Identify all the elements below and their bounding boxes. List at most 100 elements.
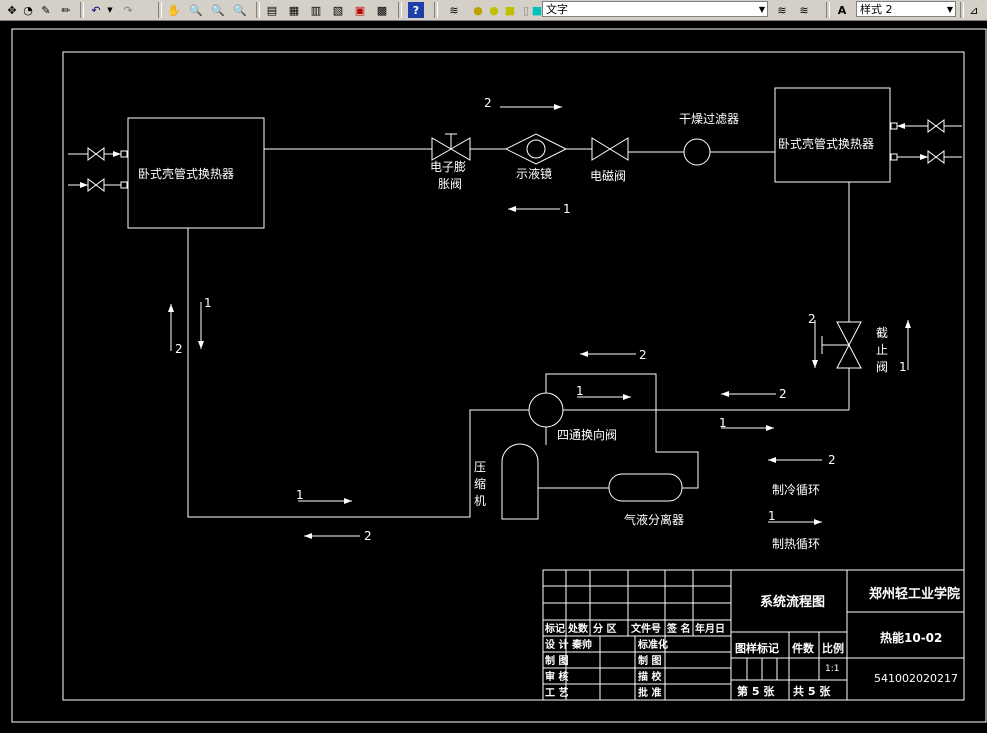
- separator: [398, 2, 402, 18]
- chevron-down-icon: ▼: [946, 5, 953, 14]
- valve-icon: [87, 147, 105, 161]
- valve-icon: [87, 178, 105, 192]
- tb-craft: 工 艺: [545, 686, 568, 699]
- zoom-window-icon[interactable]: ✎: [41, 3, 51, 17]
- flow-label: 2: [808, 312, 816, 326]
- separator: [826, 2, 830, 18]
- tool-palettes-icon[interactable]: ▥: [310, 3, 322, 17]
- lock-icon[interactable]: ■: [504, 3, 516, 17]
- tb-proof: 描 校: [638, 670, 662, 683]
- viewport-border: [11, 28, 987, 723]
- pan-hand-icon[interactable]: ✋: [167, 3, 181, 17]
- sight-glass-icon[interactable]: [504, 133, 568, 165]
- flow-label: 2: [175, 342, 183, 356]
- tb-design: 设 计: [545, 638, 568, 651]
- legend-cool: 制冷循环: [772, 483, 820, 497]
- zoom-icon[interactable]: 🔍: [189, 3, 203, 17]
- layer-combo[interactable]: 文字 ▼: [542, 1, 768, 17]
- four-way-valve-icon[interactable]: [528, 392, 564, 428]
- valve-icon: [927, 119, 945, 133]
- compressor-label-3: 机: [474, 494, 486, 508]
- legend-heat-num: 1: [768, 509, 776, 523]
- tb-check: 审 核: [545, 670, 568, 683]
- stop-valve-label-3: 阀: [876, 360, 888, 374]
- flow-label: 2: [639, 348, 647, 362]
- dim-style-icon[interactable]: ⊿: [969, 3, 979, 17]
- legend-cool-num: 2: [828, 453, 836, 467]
- legend-heat: 制热循环: [772, 537, 820, 551]
- layer-states-icon[interactable]: ≋: [799, 3, 809, 17]
- color-icon[interactable]: ■: [531, 3, 543, 17]
- separator: [434, 2, 438, 18]
- separator: [256, 2, 260, 18]
- text-style-icon[interactable]: A: [837, 3, 847, 17]
- zoom-window2-icon[interactable]: 🔍: [211, 3, 225, 17]
- tb-designer: 秦帅: [571, 638, 592, 651]
- toolbar: ✥ ◔ ✎ ✏ ↶ ▼ ↷ ✋ 🔍 🔍 🔍 ▤ ▦ ▥ ▧ ▣ ▩ ? ≋ ● …: [0, 0, 987, 21]
- flow-label: 2: [779, 387, 787, 401]
- flow-label: 1: [719, 416, 727, 430]
- properties-icon[interactable]: ▤: [266, 3, 278, 17]
- four-way-label: 四通换向阀: [557, 427, 617, 442]
- flow-label: 2: [364, 529, 372, 543]
- dryer-label: 干燥过滤器: [679, 112, 739, 126]
- left-hx-label: 卧式壳管式换热器: [138, 166, 234, 181]
- drawing-border: [62, 51, 965, 701]
- tb-total: 共 5 张: [793, 684, 831, 698]
- lightbulb-icon[interactable]: ●: [473, 3, 483, 17]
- layer-manager-icon[interactable]: ≋: [449, 3, 459, 17]
- plot-icon[interactable]: ▯: [522, 3, 530, 17]
- left-heat-exchanger[interactable]: [127, 117, 265, 229]
- style-combo-value: 样式 2: [860, 3, 893, 16]
- flow-label: 1: [899, 360, 907, 374]
- exp-valve-label-2: 胀阀: [438, 177, 462, 191]
- separator-icon[interactable]: [608, 473, 683, 502]
- compressor-label-1: 压: [474, 460, 486, 474]
- exp-valve-label-1: 电子膨: [430, 160, 466, 174]
- sheet-set-icon[interactable]: ▧: [332, 3, 344, 17]
- stop-valve-label-2: 止: [876, 343, 888, 357]
- layer-previous-icon[interactable]: ≋: [777, 3, 787, 17]
- stop-valve-icon[interactable]: [821, 321, 862, 369]
- undo-icon[interactable]: ↶: [91, 3, 101, 17]
- compressor-icon[interactable]: [501, 443, 539, 520]
- flow-label: 1: [204, 296, 212, 310]
- tb-approve: 批 准: [638, 686, 661, 699]
- separator: [80, 2, 84, 18]
- tb-title: 系统流程图: [760, 594, 825, 610]
- legend: 2 制冷循环 1 制热循环: [768, 453, 836, 551]
- zoom-previous-icon[interactable]: ✏: [61, 3, 71, 17]
- pan-icon[interactable]: ✥: [7, 3, 17, 17]
- right-heat-exchanger[interactable]: [774, 87, 891, 183]
- help-icon[interactable]: ?: [408, 2, 424, 18]
- tb-header-mark: 标记: [544, 622, 565, 635]
- markup-icon[interactable]: ▣: [354, 3, 366, 17]
- tb-header-sign: 签 名: [666, 622, 690, 635]
- separator: [158, 2, 162, 18]
- sun-icon[interactable]: ●: [489, 3, 499, 17]
- undo-dropdown-icon[interactable]: ▼: [107, 6, 113, 14]
- tb-qty-label: 件数: [792, 641, 815, 655]
- flow-label: 1: [576, 384, 584, 398]
- redo-icon[interactable]: ↷: [123, 3, 133, 17]
- design-center-icon[interactable]: ▦: [288, 3, 300, 17]
- dryer-filter-icon[interactable]: [683, 138, 711, 166]
- tb-header-zone: 分 区: [593, 622, 616, 635]
- drawing-canvas[interactable]: 卧式壳管式换热器 电子膨 胀阀 示液镜 电磁阀 干燥过滤器 卧式壳管式换热器: [0, 21, 987, 729]
- calculator-icon[interactable]: ▩: [376, 3, 388, 17]
- tb-header-date: 年月日: [695, 622, 725, 635]
- solenoid-valve-icon[interactable]: [591, 137, 629, 161]
- tb-mark-label: 图样标记: [735, 641, 779, 655]
- right-hx-label: 卧式壳管式换热器: [778, 136, 874, 151]
- drawing-svg: 卧式壳管式换热器 电子膨 胀阀 示液镜 电磁阀 干燥过滤器 卧式壳管式换热器: [11, 28, 987, 723]
- tb-sheet: 第 5 张: [737, 684, 775, 698]
- zoom-prev-icon[interactable]: 🔍: [233, 3, 247, 17]
- separator: [960, 2, 964, 18]
- tb-header-count: 处数: [567, 622, 589, 635]
- zoom-realtime-icon[interactable]: ◔: [23, 3, 33, 17]
- tb-drawing-no: 热能10-02: [880, 630, 942, 645]
- flow-label: 1: [296, 488, 304, 502]
- style-combo[interactable]: 样式 2 ▼: [856, 1, 956, 17]
- flow-arrows: 2 1 2 1 2 1 2 1 2 1 1 2: [168, 96, 911, 543]
- expansion-valve-icon[interactable]: [431, 133, 471, 161]
